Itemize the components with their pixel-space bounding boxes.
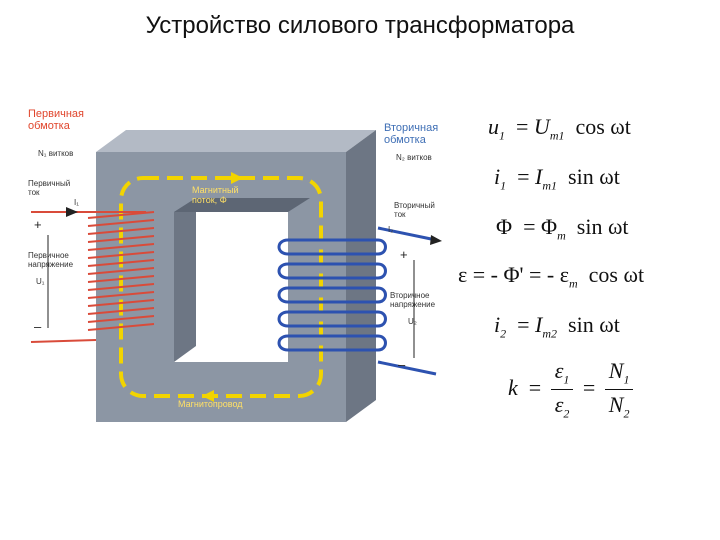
formula-emf: ε = - Φ' = - εm cos ωt	[458, 262, 645, 291]
label-u2: U₂	[408, 317, 417, 326]
fraction-turns: N1 N2	[604, 358, 634, 422]
label-u1: U₁	[36, 277, 45, 286]
label-i1: I₁	[74, 198, 79, 207]
primary-winding-coils	[87, 211, 155, 331]
label-primary-winding: Первичная обмотка	[28, 108, 85, 133]
flux-arrow-bottom	[202, 390, 214, 402]
label-primary-current: Первичный ток	[28, 179, 71, 197]
formula-flux: Φ = Φm sin ωt	[496, 214, 629, 243]
secondary-winding-coils	[277, 238, 387, 352]
secondary-minus-sign: –	[398, 357, 406, 372]
label-secondary-winding: Вторичная обмотка	[384, 122, 439, 147]
fraction-emf: ε1 ε2	[550, 358, 574, 422]
label-magnetic-flux: Магнитный поток, Φ	[192, 185, 239, 205]
label-secondary-voltage: Вторичное напряжение	[390, 291, 436, 309]
label-secondary-current: Вторичный ток	[394, 201, 435, 219]
label-primary-turns: N₁ витков	[38, 149, 74, 158]
secondary-lead-bottom	[377, 360, 437, 376]
label-secondary-turns: N₂ витков	[396, 153, 432, 162]
flux-arrow-top	[231, 172, 243, 184]
secondary-current-arrow	[430, 235, 442, 245]
formula-ratio: k = ε1 ε2 = N1 N2	[508, 358, 637, 422]
page-title: Устройство силового трансформатора	[145, 12, 575, 39]
secondary-plus-sign: +	[400, 247, 408, 262]
core-front-face	[96, 152, 346, 422]
core-right-face	[346, 130, 376, 422]
label-primary-voltage: Первичное напряжение	[28, 251, 74, 269]
label-magnetic-core: Магнитопровод	[178, 399, 243, 409]
transformer-diagram: Первичная обмотка N₁ витков Первичный то…	[26, 100, 476, 500]
formula-u1: u1 = Um1 cos ωt	[488, 114, 631, 143]
transformer-illustration	[30, 130, 442, 422]
formula-panel: u1 = Um1 cos ωt i1 = Im1 sin ωt Φ = Φm s…	[452, 100, 712, 430]
secondary-lead-top	[377, 226, 437, 242]
core-window-top	[174, 198, 310, 212]
primary-plus-sign: +	[34, 217, 42, 232]
core-top-face	[96, 130, 376, 152]
formula-i2: i2 = Im2 sin ωt	[494, 312, 620, 341]
formula-i1: i1 = Im1 sin ωt	[494, 164, 620, 193]
primary-minus-sign: –	[34, 319, 42, 334]
primary-current-arrow	[66, 207, 78, 217]
core-window-left	[174, 198, 196, 362]
label-i2: I₂	[388, 225, 394, 234]
primary-lead-bottom	[30, 339, 97, 343]
